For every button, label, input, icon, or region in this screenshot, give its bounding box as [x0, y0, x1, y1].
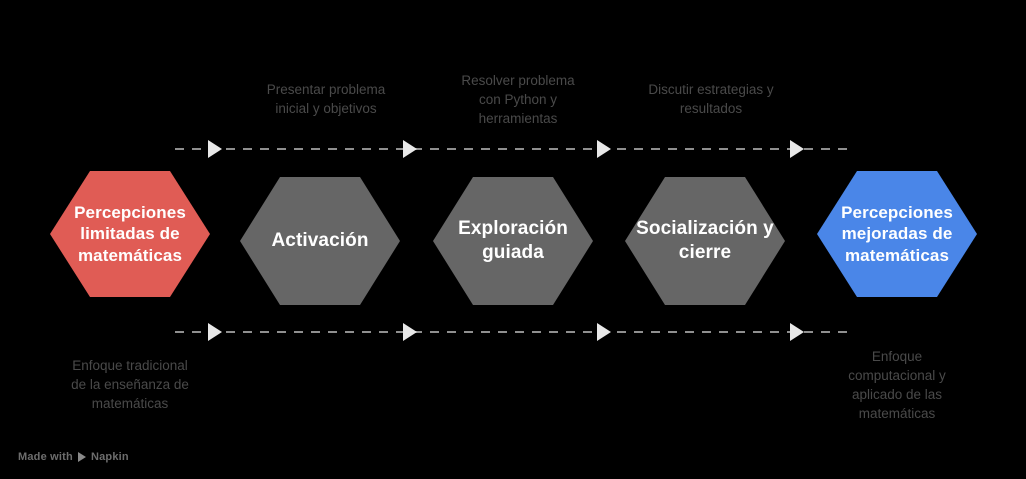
top-arrowhead-4	[790, 140, 804, 158]
bottom-arrowhead-4	[790, 323, 804, 341]
caption-resolver-problema: Resolver problema con Python y herramien…	[461, 73, 575, 127]
top-arrowhead-2	[403, 140, 417, 158]
node-percepciones-mejoradas[interactable]: Percepciones mejoradas de matemáticas	[817, 171, 977, 297]
node-exploracion-guiada[interactable]: Exploración guiada	[433, 177, 593, 305]
node-label: Activación	[271, 229, 369, 251]
node-label: Exploración guiada	[458, 217, 568, 263]
node-label: Socialización y cierre	[636, 217, 774, 263]
node-label: Percepciones mejoradas de matemáticas	[841, 202, 953, 265]
top-arrowhead-3	[597, 140, 611, 158]
node-socializacion-cierre[interactable]: Socialización y cierre	[625, 177, 785, 305]
caption-discutir-estrategias: Discutir estrategias y resultados	[648, 82, 774, 117]
bottom-arrowhead-3	[597, 323, 611, 341]
caption-enfoque-tradicional: Enfoque tradicional de la enseñanza de m…	[71, 358, 189, 412]
caption-enfoque-computacional: Enfoque computacional y aplicado de las …	[848, 349, 946, 422]
caption-presentar-problema: Presentar problema inicial y objetivos	[266, 82, 386, 117]
top-flow-connector	[175, 148, 850, 150]
node-label: Percepciones limitadas de matemáticas	[74, 202, 186, 265]
watermark-brand: Napkin	[90, 451, 129, 463]
top-arrowhead-1	[208, 140, 222, 158]
node-activacion[interactable]: Activación	[240, 177, 400, 305]
napkin-play-icon	[77, 452, 86, 462]
bottom-flow-connector	[175, 331, 850, 333]
bottom-arrowhead-1	[208, 323, 222, 341]
watermark-prefix: Made with	[18, 451, 73, 463]
bottom-arrowhead-2	[403, 323, 417, 341]
node-percepciones-limitadas[interactable]: Percepciones limitadas de matemáticas	[50, 171, 210, 297]
napkin-watermark: Made with Napkin	[18, 451, 129, 463]
